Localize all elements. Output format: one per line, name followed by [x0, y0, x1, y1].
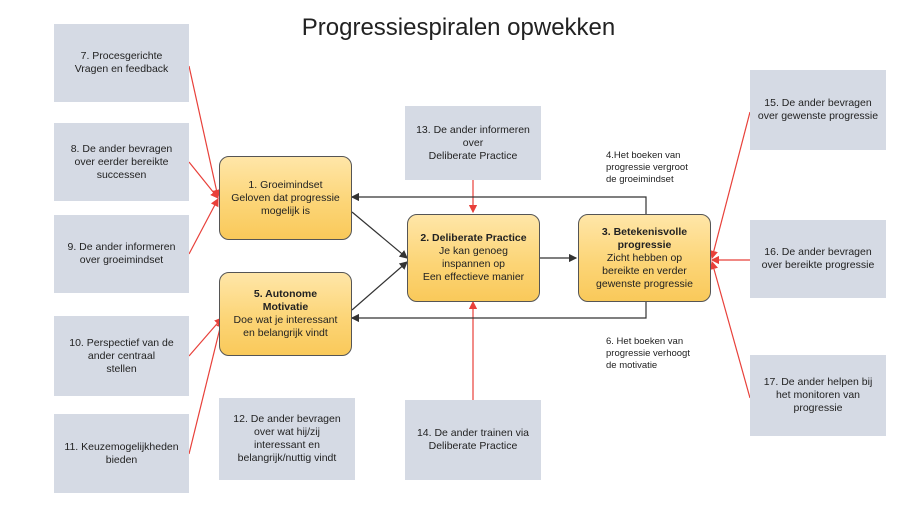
- text-line: over eerder bereikte: [74, 155, 169, 168]
- text-line: 7. Procesgerichte: [80, 50, 163, 62]
- text-line: over bereikte progressie: [761, 259, 875, 271]
- connector-17-to-3: [709, 260, 751, 399]
- text-line: progressie vergroot: [606, 162, 688, 173]
- text-line: 1. Groeimindset: [248, 178, 323, 191]
- text-line: Doe wat je interessant: [233, 314, 338, 326]
- text-line: 17. De ander helpen bij: [763, 376, 873, 388]
- text-line: ander centraal: [87, 349, 156, 362]
- diagram-title: Progressiespiralen opwekken: [301, 14, 616, 41]
- text-line: en belangrijk vindt: [243, 327, 328, 339]
- text-line: 13. De ander informeren: [416, 123, 530, 136]
- text-line: Motivatie: [262, 301, 309, 313]
- connector-8-to-1: [188, 161, 219, 199]
- text-line: 10. Perspectief van de: [69, 336, 174, 349]
- text-line: 6. Het boeken van: [606, 336, 684, 347]
- text-line: de motivatie: [606, 360, 658, 371]
- text-line: 12. De ander bevragen: [233, 413, 341, 425]
- connector-11-to-5: [188, 318, 225, 455]
- text-line: interessant en: [254, 439, 320, 451]
- text-line: over groeimindset: [79, 254, 164, 266]
- text-line: de groeimindset: [606, 174, 674, 185]
- text-line: het monitoren van: [775, 389, 861, 401]
- text-line: 5. Autonome: [253, 288, 318, 300]
- text-line: Geloven dat progressie: [231, 191, 340, 204]
- text-line: Zicht hebben op: [606, 251, 683, 264]
- text-line: Vragen en feedback: [74, 63, 169, 75]
- text-line: over gewenste progressie: [757, 110, 879, 122]
- text-line: stellen: [106, 362, 137, 375]
- text-line: 14. De ander trainen via: [416, 427, 530, 439]
- core-2-heading: 2. Deliberate Practice: [420, 232, 526, 245]
- text-line: belangrijk/nuttig vindt: [237, 452, 337, 464]
- text-line: over: [462, 136, 484, 149]
- text-line: progressie verhoogt: [606, 348, 690, 359]
- text-line: progressie: [793, 402, 843, 414]
- connector-7-to-1: [188, 65, 221, 199]
- text-line: bereikte en verder: [602, 264, 687, 277]
- arrow-1-to-2: [351, 211, 408, 259]
- text-line: mogelijk is: [260, 204, 310, 217]
- arrow-3-to-1: [350, 192, 647, 214]
- arrow-3-to-5: [350, 302, 647, 323]
- text-line: progressie: [617, 238, 672, 251]
- text-line: 4.Het boeken van: [606, 150, 681, 161]
- text-line: 15. De ander bevragen: [764, 97, 872, 109]
- text-line: Je kan genoeg: [439, 245, 508, 257]
- text-line: 16. De ander bevragen: [764, 246, 872, 258]
- connector-15-to-3: [709, 111, 751, 260]
- text-line: 9. De ander informeren: [67, 241, 176, 253]
- text-line: inspannen op: [441, 258, 506, 270]
- text-line: gewenste progressie: [596, 277, 693, 290]
- text-line: 8. De ander bevragen: [70, 142, 173, 155]
- connector-9-to-1: [188, 197, 219, 255]
- connector-10-to-5: [188, 317, 223, 357]
- text-line: successen: [96, 168, 147, 181]
- text-line: Een effectieve manier: [422, 271, 525, 283]
- text-line: 3. Betekenisvolle: [601, 225, 688, 238]
- text-line: Deliberate Practice: [428, 440, 518, 452]
- text-line: over wat hij/zij: [254, 426, 320, 438]
- arrow-5-to-2: [351, 261, 408, 311]
- text-line: Deliberate Practice: [428, 149, 518, 162]
- text-line: 2. Deliberate Practice: [420, 232, 527, 244]
- text-line: 11. Keuzemogelijkheden: [64, 440, 179, 453]
- text-line: bieden: [105, 453, 138, 466]
